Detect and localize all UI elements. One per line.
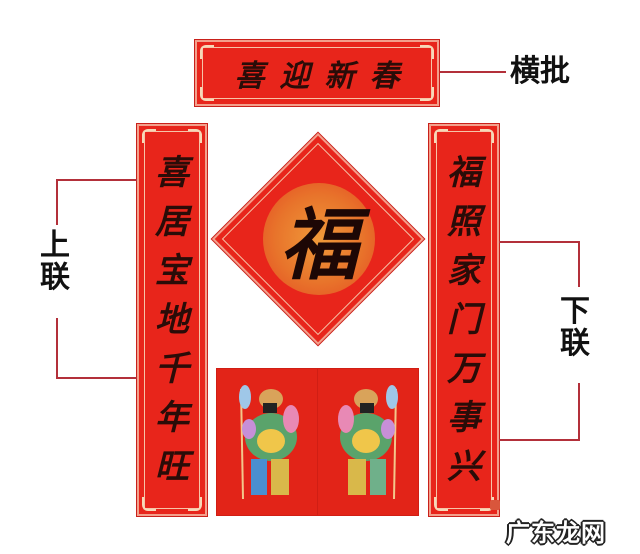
upper-couplet-scroll: 喜 居 宝 地 千 年 旺 bbox=[137, 124, 207, 516]
lower-couplet-inner-border bbox=[436, 131, 492, 509]
upper-label-char: 联 bbox=[40, 259, 70, 295]
couplet-char: 喜 bbox=[155, 152, 189, 193]
lower-bracket-vertical-bottom bbox=[578, 383, 580, 441]
couplet-char: 旺 bbox=[155, 447, 189, 488]
watermark-text: 广东龙网 bbox=[506, 519, 606, 547]
upper-label-char: 上 bbox=[40, 228, 70, 263]
couplet-char: 万 bbox=[447, 349, 481, 390]
banner-calligraphy: 喜 迎 新 春 bbox=[197, 42, 437, 104]
lower-label-char: 下 bbox=[560, 294, 590, 329]
banner-connector-line bbox=[440, 71, 506, 73]
couplet-char: 宝 bbox=[155, 250, 189, 291]
couplet-char: 事 bbox=[447, 398, 481, 439]
lower-couplet-calligraphy: 福 照 家 门 万 事 兴 bbox=[431, 148, 497, 492]
lower-label-char: 联 bbox=[560, 325, 590, 361]
door-god-right bbox=[317, 368, 419, 516]
lower-bracket-vertical-top bbox=[578, 241, 580, 287]
upper-couplet-label: 上 联 bbox=[40, 230, 70, 293]
upper-couplet-inner-border bbox=[144, 131, 200, 509]
lower-couplet-label: 下 联 bbox=[560, 296, 590, 359]
watermark-logo-icon bbox=[490, 500, 500, 510]
upper-couplet-calligraphy: 喜 居 宝 地 千 年 旺 bbox=[139, 148, 205, 492]
couplet-char: 千 bbox=[155, 349, 189, 390]
door-god-figure-icon bbox=[338, 385, 398, 500]
door-god-figure-icon bbox=[239, 385, 299, 500]
corner-ornament-icon bbox=[188, 497, 202, 511]
couplet-char: 门 bbox=[447, 299, 481, 340]
banner-char: 春 bbox=[369, 59, 400, 94]
lower-bracket-top bbox=[499, 241, 580, 243]
couplet-char: 年 bbox=[155, 398, 189, 439]
banner-char: 喜 bbox=[234, 59, 265, 94]
horizontal-scroll-banner: 喜 迎 新 春 bbox=[195, 40, 439, 106]
corner-ornament-icon bbox=[188, 129, 202, 143]
fu-character: 福 bbox=[279, 200, 358, 291]
couplet-char: 兴 bbox=[447, 447, 481, 488]
couplet-char: 福 bbox=[447, 152, 481, 193]
banner-label: 横批 bbox=[510, 54, 570, 89]
upper-bracket-vertical-bottom bbox=[56, 318, 58, 378]
corner-ornament-icon bbox=[200, 87, 214, 101]
corner-ornament-icon bbox=[480, 129, 494, 143]
banner-inner-border bbox=[202, 47, 432, 99]
corner-ornament-icon bbox=[420, 45, 434, 59]
lower-bracket-bottom bbox=[499, 439, 580, 441]
lower-couplet-scroll: 福 照 家 门 万 事 兴 bbox=[429, 124, 499, 516]
banner-char: 迎 bbox=[279, 59, 310, 94]
corner-ornament-icon bbox=[434, 497, 448, 511]
couplet-char: 家 bbox=[447, 250, 481, 291]
corner-ornament-icon bbox=[434, 129, 448, 143]
couplet-char: 照 bbox=[447, 201, 481, 242]
upper-bracket-vertical-top bbox=[56, 179, 58, 225]
fu-gold-circle bbox=[263, 183, 375, 295]
upper-bracket-bottom bbox=[56, 377, 137, 379]
banner-char: 新 bbox=[324, 59, 355, 94]
upper-bracket-top bbox=[56, 179, 137, 181]
corner-ornament-icon bbox=[420, 87, 434, 101]
couplet-char: 地 bbox=[155, 299, 189, 340]
door-god-left bbox=[216, 368, 318, 516]
couplet-char: 居 bbox=[155, 201, 189, 242]
corner-ornament-icon bbox=[200, 45, 214, 59]
corner-ornament-icon bbox=[142, 497, 156, 511]
corner-ornament-icon bbox=[142, 129, 156, 143]
